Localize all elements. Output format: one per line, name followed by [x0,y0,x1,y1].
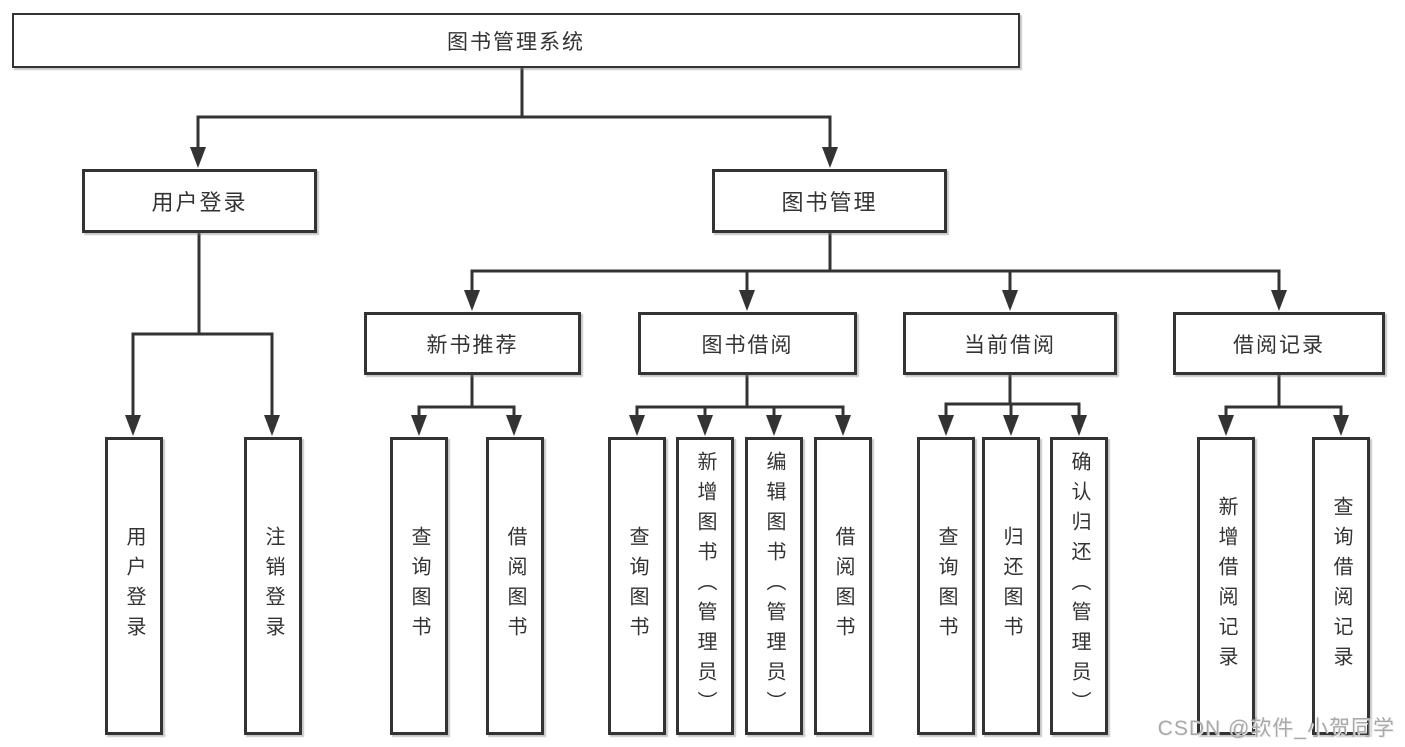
leaf-query-borrow-record: 查询借阅记录 [1312,437,1370,735]
leaf-label: 查询图书 [626,526,648,646]
node-label: 新书推荐 [426,333,519,357]
node-book-management: 图书管理 [712,169,947,233]
leaf-label: 借阅图书 [832,526,854,646]
node-library-system: 图书管理系统 [12,13,1020,68]
leaf-label: 确认归还（管理员） [1068,451,1090,721]
leaf-label: 借阅图书 [504,526,526,646]
leaf-label: 新增借阅记录 [1215,496,1237,676]
leaf-logout: 注销登录 [244,437,302,735]
leaf-borrow-books-borrowing: 借阅图书 [814,437,872,735]
leaf-label: 查询图书 [408,526,430,646]
node-label: 借阅记录 [1233,333,1325,357]
leaf-confirm-return-admin: 确认归还（管理员） [1050,437,1108,735]
node-label: 图书管理系统 [447,30,585,54]
node-current-borrowing: 当前借阅 [903,312,1117,375]
node-user-login: 用户登录 [82,169,317,233]
leaf-add-borrow-record: 新增借阅记录 [1197,437,1255,735]
leaf-return-book: 归还图书 [982,437,1040,735]
node-label: 用户登录 [151,190,248,215]
leaf-label: 编辑图书（管理员） [763,451,785,721]
leaf-add-book-admin: 新增图书（管理员） [676,437,734,735]
leaf-borrow-books-recommend: 借阅图书 [486,437,544,735]
leaf-label: 注销登录 [262,526,284,646]
node-book-borrowing: 图书借阅 [638,312,857,375]
leaf-label: 归还图书 [1000,526,1022,646]
csdn-watermark: CSDN @软件_小贺同学 [1157,717,1395,740]
leaf-query-books-recommend: 查询图书 [390,437,448,735]
leaf-label: 查询图书 [935,526,957,646]
node-label: 图书管理 [781,190,878,215]
leaf-user-login: 用户登录 [105,437,163,735]
node-borrowing-records: 借阅记录 [1173,312,1385,375]
leaf-edit-book-admin: 编辑图书（管理员） [745,437,803,735]
node-new-book-recommendation: 新书推荐 [364,312,581,375]
node-label: 当前借阅 [964,333,1056,357]
leaf-label: 新增图书（管理员） [694,451,716,721]
leaf-label: 用户登录 [123,526,145,646]
leaf-query-books-borrowing: 查询图书 [608,437,666,735]
leaf-query-books-current: 查询图书 [917,437,975,735]
leaf-label: 查询借阅记录 [1330,496,1352,676]
node-label: 图书借阅 [701,333,794,357]
